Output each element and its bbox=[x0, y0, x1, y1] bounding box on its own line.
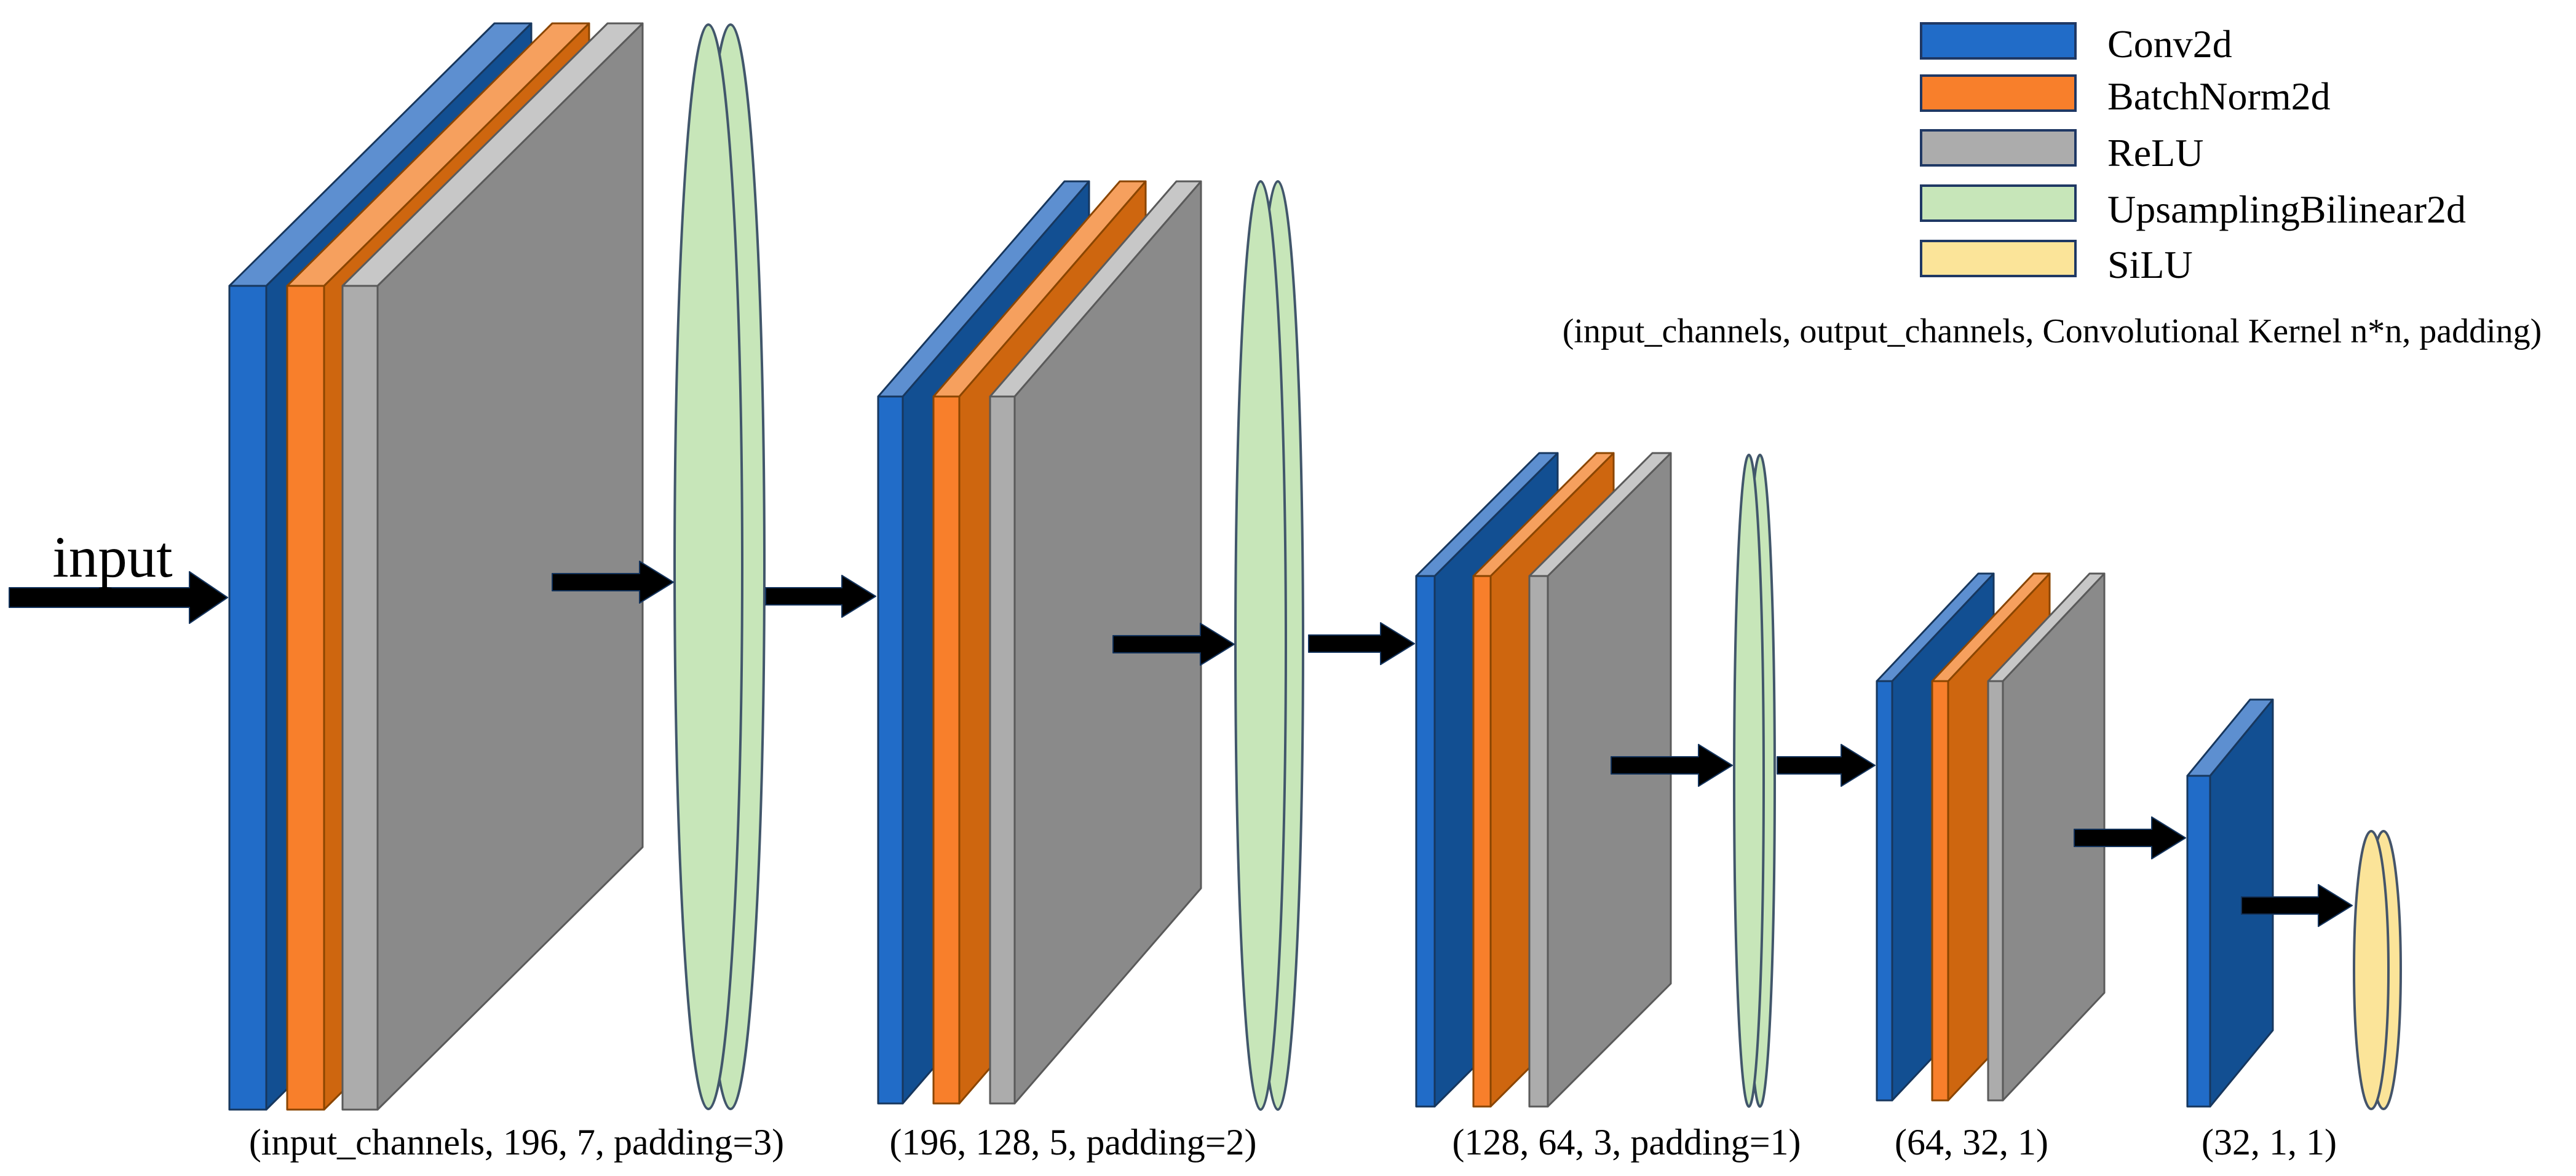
arrow-block3-to-upsample3 bbox=[1611, 744, 1733, 787]
batchnorm2d-slab-front bbox=[932, 395, 961, 1105]
batchnorm2d-slab-front bbox=[1472, 575, 1492, 1108]
conv2d-slab-front bbox=[877, 395, 904, 1105]
relu-slab-front bbox=[1528, 575, 1549, 1108]
legend-label-batchnorm2d: BatchNorm2d bbox=[2107, 74, 2331, 118]
legend-label-silu: SiLU bbox=[2107, 243, 2193, 286]
relu-slab-front bbox=[1987, 680, 2004, 1102]
parameter-annotation: (input_channels, output_channels, Convol… bbox=[1563, 312, 2542, 350]
relu-slab-front bbox=[341, 285, 379, 1111]
block2-caption: (196, 128, 5, padding=2) bbox=[889, 1122, 1256, 1162]
silu-lens-front bbox=[2353, 830, 2390, 1110]
legend-swatch-upsamplingbilinear2d bbox=[1920, 184, 2077, 222]
legend-label-relu: ReLU bbox=[2107, 131, 2203, 175]
network-blocks bbox=[228, 22, 2402, 1111]
legend-swatch-conv2d bbox=[1920, 22, 2077, 60]
batchnorm2d-slab-front bbox=[286, 285, 325, 1111]
upsamplingbilinear2d-lens-front bbox=[1234, 180, 1287, 1111]
block-captions: (input_channels, 196, 7, padding=3) (196… bbox=[249, 1122, 2337, 1162]
legend-swatch-batchnorm2d bbox=[1920, 74, 2077, 112]
block-1 bbox=[228, 22, 766, 1111]
block-4 bbox=[1876, 572, 2106, 1102]
upsamplingbilinear2d-lens-front bbox=[1733, 454, 1765, 1108]
block1-caption: (input_channels, 196, 7, padding=3) bbox=[249, 1122, 784, 1162]
arrow-block2-to-upsample2 bbox=[1112, 623, 1235, 666]
arrow-upsample2-to-block3 bbox=[1308, 622, 1415, 665]
block3-caption: (128, 64, 3, padding=1) bbox=[1452, 1122, 1801, 1162]
arrow-block4-to-block5 bbox=[2074, 816, 2186, 859]
upsamplingbilinear2d-lens-front bbox=[673, 23, 743, 1110]
legend-label-upsamplingbilinear2d: UpsamplingBilinear2d bbox=[2107, 187, 2466, 231]
legend-swatch-relu bbox=[1920, 129, 2077, 167]
conv2d-slab-front bbox=[1876, 680, 1893, 1102]
input-label: input bbox=[52, 524, 172, 590]
block5-caption: (32, 1, 1) bbox=[2201, 1122, 2337, 1162]
arrow-block5-to-silu bbox=[2241, 884, 2353, 927]
arrow-block1-to-upsample1 bbox=[552, 561, 674, 604]
legend-label-conv2d: Conv2d bbox=[2107, 22, 2232, 66]
legend-swatch-silu bbox=[1920, 240, 2077, 277]
conv2d-slab-front bbox=[228, 285, 268, 1111]
block-3 bbox=[1415, 452, 1776, 1108]
relu-slab-front bbox=[989, 395, 1016, 1105]
legend: Conv2d BatchNorm2d ReLU UpsamplingBiline… bbox=[1563, 22, 2542, 350]
flow-arrows bbox=[9, 561, 2353, 927]
batchnorm2d-slab-front bbox=[1931, 680, 1949, 1102]
arrow-upsample3-to-block4 bbox=[1777, 744, 1876, 787]
block4-caption: (64, 32, 1) bbox=[1895, 1122, 2048, 1162]
conv2d-slab-front bbox=[1415, 575, 1436, 1108]
arrow-upsample1-to-block2 bbox=[765, 575, 876, 618]
conv2d-slab-front bbox=[2186, 775, 2211, 1108]
block-2 bbox=[877, 180, 1304, 1111]
input-arrow bbox=[9, 571, 228, 624]
